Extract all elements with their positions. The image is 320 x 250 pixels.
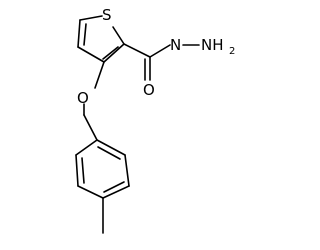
bond-b6-b1 [96, 139, 126, 156]
bond-b4-b5 [102, 185, 130, 199]
bond-c4-c5-double [83, 23, 87, 46]
bond-c4-c5 [77, 19, 81, 48]
amide-nitrogen-label: N [170, 36, 181, 54]
bond-b3-b4 [77, 185, 104, 199]
bond-c3-o [94, 61, 105, 89]
thiophene-ring [77, 15, 125, 63]
bond-c5-s [79, 15, 103, 21]
carbonyl-oxygen-label: O [143, 81, 155, 99]
benzene-ring [75, 139, 130, 199]
molecule-structure: S O O N NH 2 [75, 6, 235, 234]
ether-linkage [83, 61, 105, 141]
bond-b2-b3-double [81, 157, 85, 184]
bond-b6-b1-double [97, 146, 121, 160]
bond-c2-c3-double [102, 46, 119, 60]
bond-c2-c3 [103, 43, 125, 63]
bond-c3-c4 [77, 46, 105, 63]
bond-b1-b2 [75, 139, 98, 156]
bond-c2-carbonyl [123, 43, 151, 58]
amine-nitrogen-label: NH [201, 36, 224, 54]
bond-b4-b5-double [103, 181, 125, 193]
bond-ch2-aryl [83, 114, 98, 141]
carbohydrazide-group [123, 43, 200, 81]
sulfur-atom-label: S [102, 6, 112, 24]
amine-subscript-label: 2 [229, 46, 235, 57]
bond-s-c2 [112, 26, 125, 45]
bond-carbonyl-n [149, 44, 171, 58]
ether-oxygen-label: O [77, 89, 89, 107]
bond-b2-b3 [75, 154, 79, 187]
bond-b5-b6 [124, 154, 130, 187]
